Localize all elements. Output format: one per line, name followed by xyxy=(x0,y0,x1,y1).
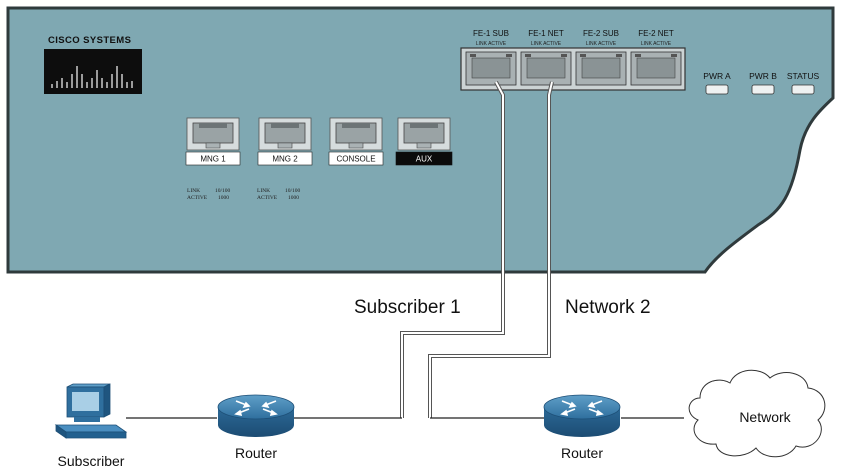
router-icon xyxy=(217,394,295,437)
fe-port-fe2-net[interactable] xyxy=(630,51,682,86)
mng2-status-labels: LINK ACTIVE 10/100 1000 xyxy=(257,188,301,201)
svg-text:LINK: LINK xyxy=(187,188,200,194)
led-label-pwr-b: PWR B xyxy=(749,71,777,81)
led-status xyxy=(791,84,815,95)
mgmt-port-mng1[interactable]: MNG 1 xyxy=(185,117,241,166)
router-icon xyxy=(543,394,621,437)
svg-text:1000: 1000 xyxy=(288,195,299,201)
svg-text:10/100: 10/100 xyxy=(215,188,231,194)
fe-port-label: FE-2 NET xyxy=(638,29,674,38)
led-panel: PWR A PWR B STATUS xyxy=(703,71,820,95)
led-label-status: STATUS xyxy=(787,71,820,81)
svg-text:LINK ACTIVE: LINK ACTIVE xyxy=(476,41,507,47)
mgmt-port-label: MNG 2 xyxy=(272,155,298,164)
fe-port-label: FE-2 SUB xyxy=(583,29,619,38)
node-label-network: Network xyxy=(739,409,791,425)
svg-text:LINK: LINK xyxy=(257,188,270,194)
cisco-logo: CISCO SYSTEMS xyxy=(44,35,142,94)
svg-text:ACTIVE: ACTIVE xyxy=(257,195,278,201)
svg-text:LINK ACTIVE: LINK ACTIVE xyxy=(531,41,562,47)
fe-port-fe1-net[interactable] xyxy=(520,51,572,86)
svg-text:10/100: 10/100 xyxy=(285,188,301,194)
svg-text:ACTIVE: ACTIVE xyxy=(187,195,208,201)
svg-text:1000: 1000 xyxy=(218,195,229,201)
node-label-router-left: Router xyxy=(235,445,277,461)
mgmt-port-console[interactable]: CONSOLE xyxy=(328,117,384,166)
node-label-router-right: Router xyxy=(561,445,603,461)
svg-text:LINK ACTIVE: LINK ACTIVE xyxy=(586,41,617,47)
mgmt-port-aux[interactable]: AUX xyxy=(395,117,453,166)
fe-port-fe2-sub[interactable] xyxy=(575,51,627,86)
node-label-subscriber: Subscriber xyxy=(58,453,125,466)
mng1-status-labels: LINK ACTIVE 10/100 1000 xyxy=(187,188,231,201)
fe-port-label: FE-1 SUB xyxy=(473,29,509,38)
svg-text:LINK ACTIVE: LINK ACTIVE xyxy=(641,41,672,47)
fe-port-label: FE-1 NET xyxy=(528,29,564,38)
svg-text:CISCO SYSTEMS: CISCO SYSTEMS xyxy=(48,35,131,46)
fe-port-fe1-sub[interactable] xyxy=(465,51,517,86)
link-label-network: Network 2 xyxy=(565,297,651,318)
fe-port-labels: FE-1 SUB LINK ACTIVE FE-1 NET LINK ACTIV… xyxy=(473,29,674,47)
led-label-pwr-a: PWR A xyxy=(703,71,731,81)
computer-icon xyxy=(54,383,128,439)
fe-port-block xyxy=(460,47,686,91)
led-pwr-a xyxy=(705,84,729,95)
led-pwr-b xyxy=(751,84,775,95)
mgmt-port-label: MNG 1 xyxy=(200,155,226,164)
cables xyxy=(400,81,554,418)
mgmt-port-label: CONSOLE xyxy=(336,155,375,164)
link-label-subscriber: Subscriber 1 xyxy=(354,297,461,318)
mgmt-port-label: AUX xyxy=(416,155,433,164)
cloud-icon xyxy=(688,369,826,458)
mgmt-port-mng2[interactable]: MNG 2 xyxy=(257,117,313,166)
